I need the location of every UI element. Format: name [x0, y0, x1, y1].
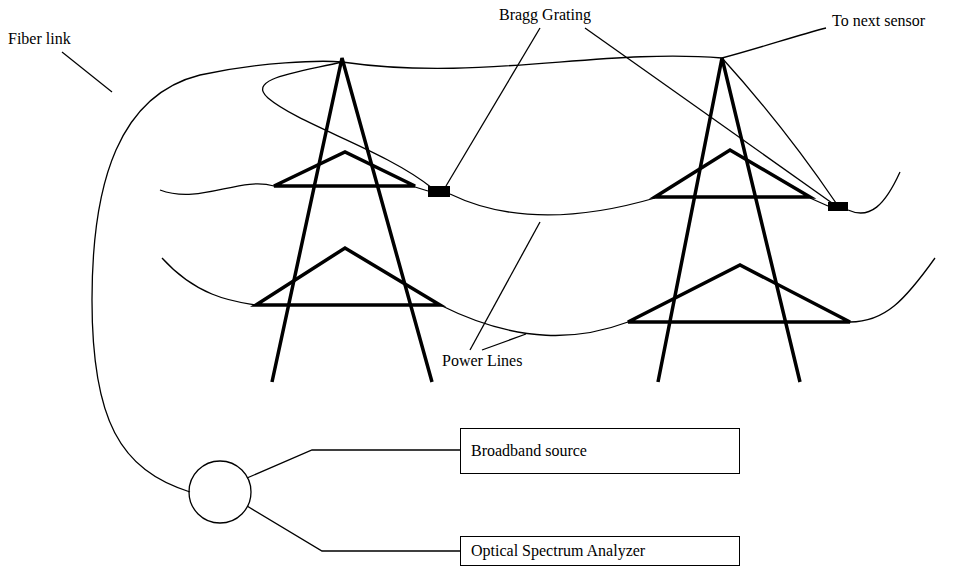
wire [247, 450, 460, 478]
tower [658, 58, 800, 382]
wire [247, 506, 460, 551]
power-line [160, 184, 274, 195]
bragg-grating [828, 202, 848, 211]
leader-line [62, 52, 112, 92]
power-line [450, 194, 655, 215]
callout-label: Bragg Grating [497, 6, 593, 24]
power-line [440, 305, 628, 335]
callout-label: Power Lines [440, 352, 524, 370]
bragg-grating [428, 186, 450, 197]
tower-arm [655, 150, 810, 197]
box-label: Broadband source [471, 442, 587, 460]
tower-arm [256, 248, 440, 305]
fiber-line [92, 61, 342, 492]
tower [272, 58, 432, 382]
device-box: Broadband source [460, 428, 740, 474]
leader-line [482, 334, 526, 350]
power-line [162, 258, 256, 305]
power-line [415, 187, 428, 191]
leader-line [446, 28, 540, 186]
callout-label: To next sensor [830, 12, 927, 30]
power-line [810, 198, 828, 206]
tower-arm [274, 152, 415, 186]
coupler-circle [189, 461, 251, 523]
callout-label: Fiber link [6, 30, 73, 48]
fiber-line [722, 28, 826, 58]
box-label: Optical Spectrum Analyzer [471, 542, 645, 560]
tower-arm [628, 265, 850, 322]
power-line [850, 258, 935, 322]
power-line [848, 172, 900, 213]
fiber-line [342, 56, 722, 68]
device-box: Optical Spectrum Analyzer [460, 536, 740, 566]
leader-line [585, 28, 832, 203]
leader-line [470, 222, 540, 350]
